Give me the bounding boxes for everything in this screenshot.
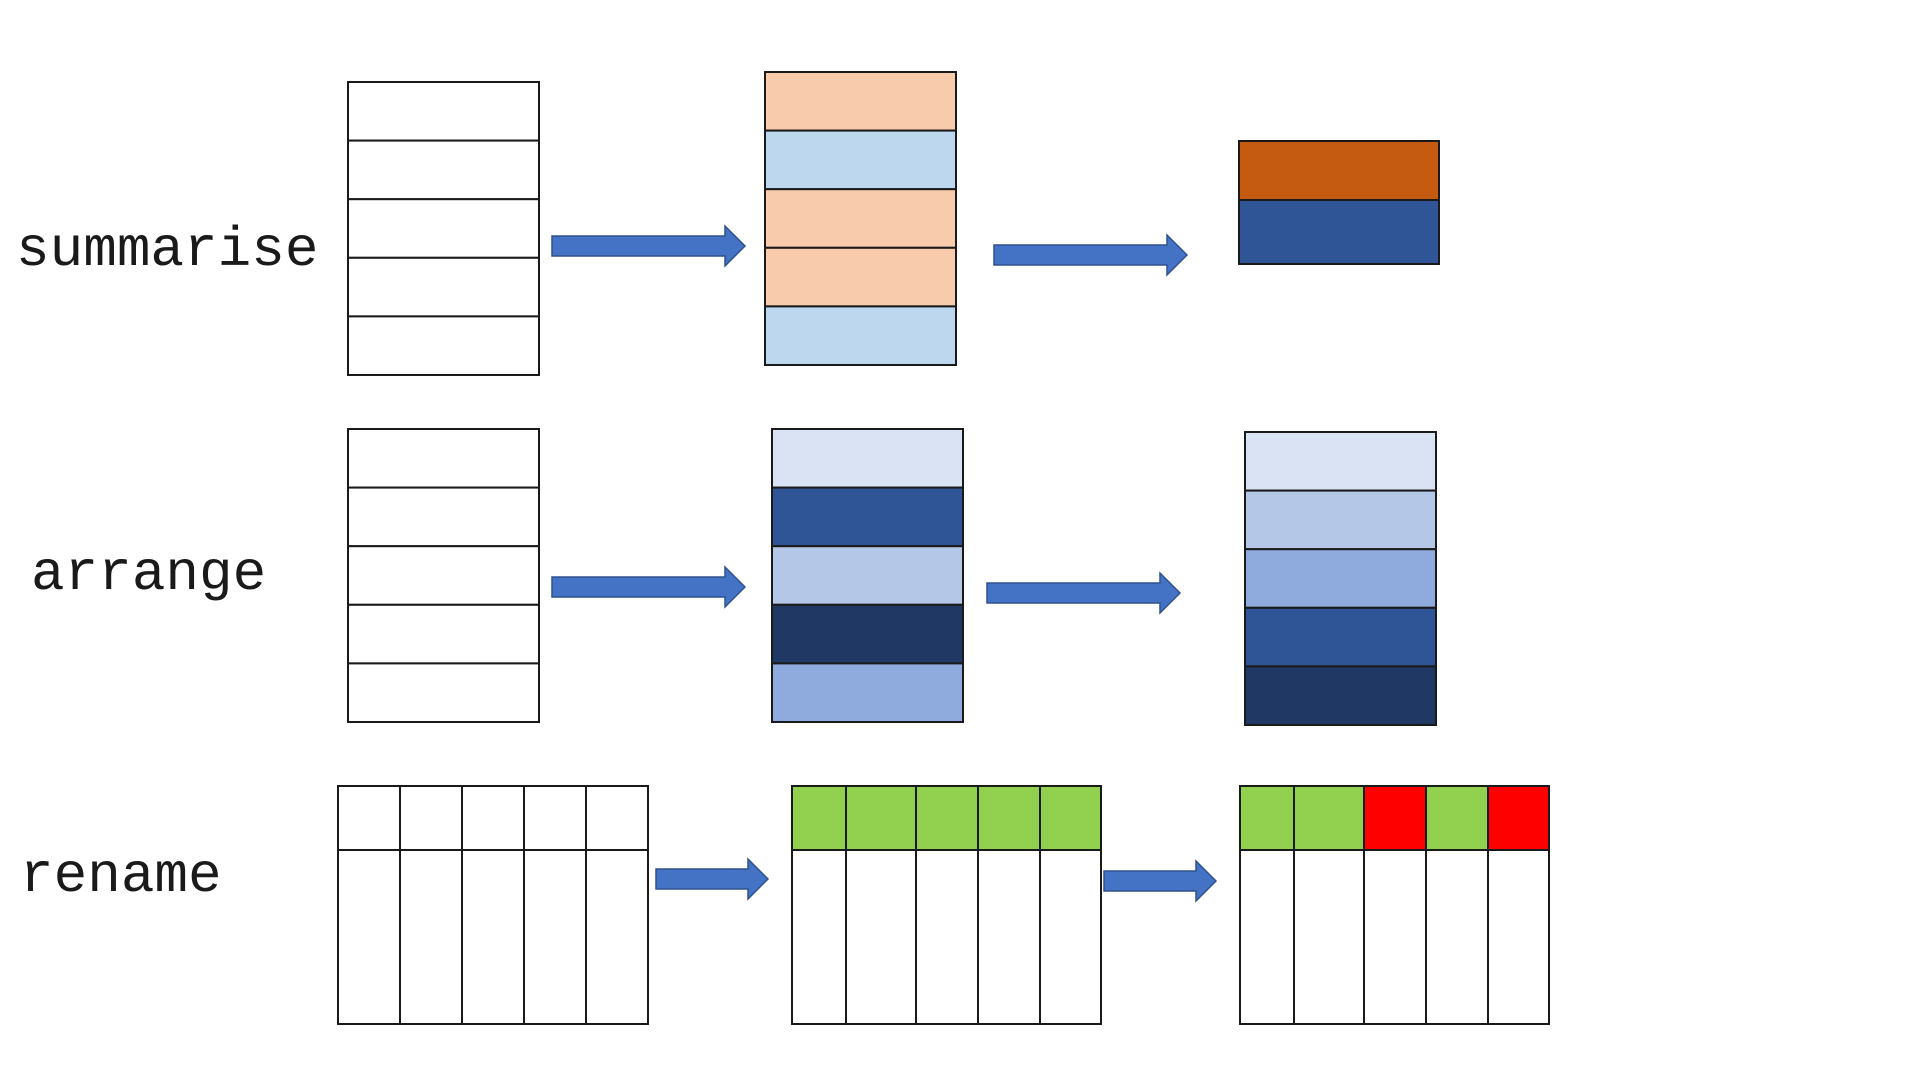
arrange-sorted-table-row-2 [1244,489,1437,551]
rename-renamed-table-column-5 [1487,849,1550,1025]
arrange-sorted-table-row-3 [1244,548,1437,609]
arrange-unsorted-table-row-1 [771,428,964,489]
arrange-sorted-table-row-1 [1244,431,1437,492]
arrange-input-table-row-4 [347,603,540,665]
rename-highlighted-table-column-4 [977,849,1041,1025]
arrange-input-table-row-3 [347,545,540,606]
arrange-unsorted-table-row-5 [771,662,964,724]
rename-input-table-header-cell-2 [399,785,463,851]
rename-input-table-column-4 [523,849,587,1025]
summarise-grouped-table-row-3 [764,188,957,249]
rename-input-table-column-1 [337,849,401,1025]
rename-input-table-column-5 [585,849,649,1025]
rename-input-table-column-2 [399,849,463,1025]
arrange-input-table-row-2 [347,486,540,548]
arrange-sorted-table-row-5 [1244,665,1437,727]
rename-highlighted-table-column-5 [1039,849,1102,1025]
summarise-input-table-row-1 [347,81,540,142]
rename-renamed-table-column-3 [1363,849,1427,1025]
summarise-input-table-row-5 [347,315,540,376]
summarise-arrow-2 [993,233,1189,277]
rename-highlighted-table-header-cell-2 [845,785,917,851]
rename-highlighted-table-column-1 [791,849,847,1025]
arrange-arrow-2 [986,571,1182,615]
rename-input-table-column-3 [461,849,525,1025]
rename-input-table-header-cell-4 [523,785,587,851]
rename-highlighted-table-header-cell-4 [977,785,1041,851]
rename-highlighted-table-header-cell-3 [915,785,979,851]
summarise-output-row-1 [1238,140,1440,201]
rename-highlighted-table-column-2 [845,849,917,1025]
rename-label: rename [20,844,222,908]
rename-renamed-table-column-1 [1239,849,1295,1025]
rename-input-table-header-cell-1 [337,785,401,851]
rename-highlighted-table-header-cell-1 [791,785,847,851]
rename-renamed-table-column-2 [1293,849,1365,1025]
summarise-input-table-row-2 [347,139,540,201]
arrange-label: arrange [31,542,267,606]
rename-input-table-header-cell-5 [585,785,649,851]
summarise-input-table-row-3 [347,198,540,259]
summarise-input-table-row-4 [347,256,540,318]
arrange-arrow-1 [551,565,747,609]
arrange-unsorted-table-row-4 [771,603,964,665]
arrange-sorted-table-row-4 [1244,606,1437,668]
arrange-unsorted-table-row-2 [771,486,964,548]
rename-highlighted-table-header-cell-5 [1039,785,1102,851]
arrange-unsorted-table-row-3 [771,545,964,606]
rename-renamed-table-header-cell-4 [1425,785,1489,851]
summarise-label: summarise [16,218,319,282]
rename-renamed-table-column-4 [1425,849,1489,1025]
rename-renamed-table-header-cell-3 [1363,785,1427,851]
summarise-output-row-2 [1238,199,1440,265]
summarise-grouped-table-row-5 [764,305,957,366]
summarise-grouped-table-row-1 [764,71,957,132]
rename-input-table-header-cell-3 [461,785,525,851]
rename-renamed-table-header-cell-2 [1293,785,1365,851]
arrange-input-table-row-1 [347,428,540,489]
summarise-arrow-1 [551,224,747,268]
rename-arrow-2 [1103,859,1218,903]
rename-renamed-table-header-cell-1 [1239,785,1295,851]
summarise-grouped-table-row-4 [764,246,957,308]
rename-renamed-table-header-cell-5 [1487,785,1550,851]
rename-highlighted-table-column-3 [915,849,979,1025]
arrange-input-table-row-5 [347,662,540,724]
rename-arrow-1 [655,857,770,901]
summarise-grouped-table-row-2 [764,129,957,191]
